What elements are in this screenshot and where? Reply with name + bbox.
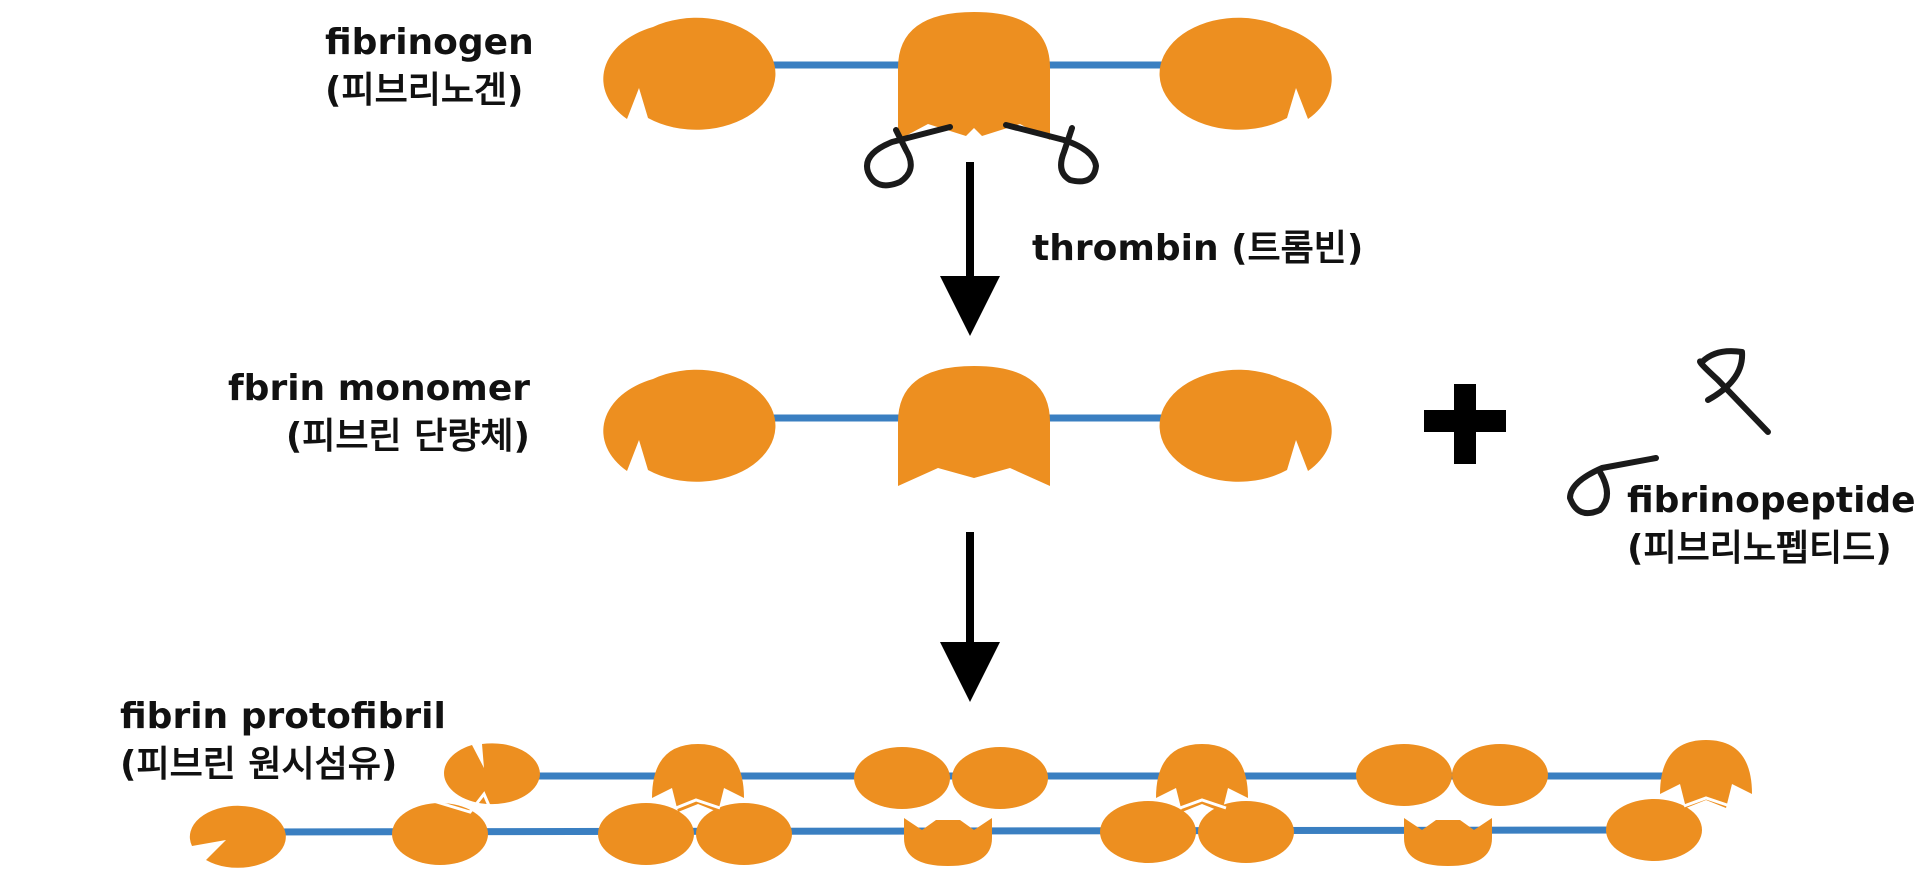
fibrinopeptide-loop-left (864, 124, 953, 189)
monomer-d-domain-right (1159, 369, 1332, 482)
arrow-down-icon (940, 532, 1000, 702)
fibrinogen-molecule (603, 12, 1332, 189)
protofibril-globule (1452, 744, 1548, 806)
protofibril-seam (429, 791, 492, 814)
protofibril-globule (392, 803, 488, 865)
protofibril-globule (1198, 801, 1294, 863)
protofibril-globule (1356, 744, 1452, 806)
label-fibrinogen-ko: (피브리노겐) (325, 70, 524, 111)
fibrinogen-d-domain-left (603, 17, 776, 130)
protofibril-seam (675, 798, 721, 810)
fibrin-protofibril (189, 740, 1752, 868)
fibrinopeptide-loop-right (1003, 122, 1099, 185)
protofibril-globule (1404, 818, 1492, 866)
released-fibrinopeptide-lower (1567, 455, 1659, 516)
protofibril-globule (1100, 801, 1196, 863)
protofibril-seam (1179, 798, 1227, 810)
label-thrombin: thrombin (트롬빈) (1032, 228, 1363, 269)
monomer-d-domain-left (603, 369, 776, 482)
label-monomer-en: fbrin monomer (228, 368, 530, 409)
protofibril-globule (1606, 799, 1702, 861)
released-fibrinopeptide-upper (1697, 348, 1771, 435)
protofibril-globule (598, 803, 694, 865)
label-protofibril-en: fibrin protofibril (120, 696, 446, 737)
protofibril-globule (1156, 744, 1248, 812)
plus-icon (1424, 384, 1506, 464)
protofibril-globule (904, 818, 992, 866)
fibrin-monomer-molecule (603, 366, 1332, 486)
label-peptide-ko: (피브리노펩티드) (1627, 528, 1892, 569)
label-monomer-ko: (피브린 단량체) (286, 416, 530, 457)
label-fibrinogen-en: fibrinogen (325, 22, 534, 63)
protofibril-globule (696, 803, 792, 865)
protofibril-globule (444, 743, 540, 805)
fibrinogen-d-domain-right (1159, 17, 1332, 130)
label-protofibril-ko: (피브린 원시섬유) (120, 744, 397, 785)
arrow-down-icon (940, 162, 1000, 336)
label-peptide-en: fibrinopeptide (1627, 480, 1916, 521)
monomer-e-domain (898, 366, 1050, 486)
protofibril-seam (1683, 796, 1731, 808)
fibrinogen-e-domain (898, 12, 1050, 140)
protofibril-globule (854, 747, 950, 809)
protofibril-globule (189, 805, 286, 868)
protofibril-globule (952, 747, 1048, 809)
